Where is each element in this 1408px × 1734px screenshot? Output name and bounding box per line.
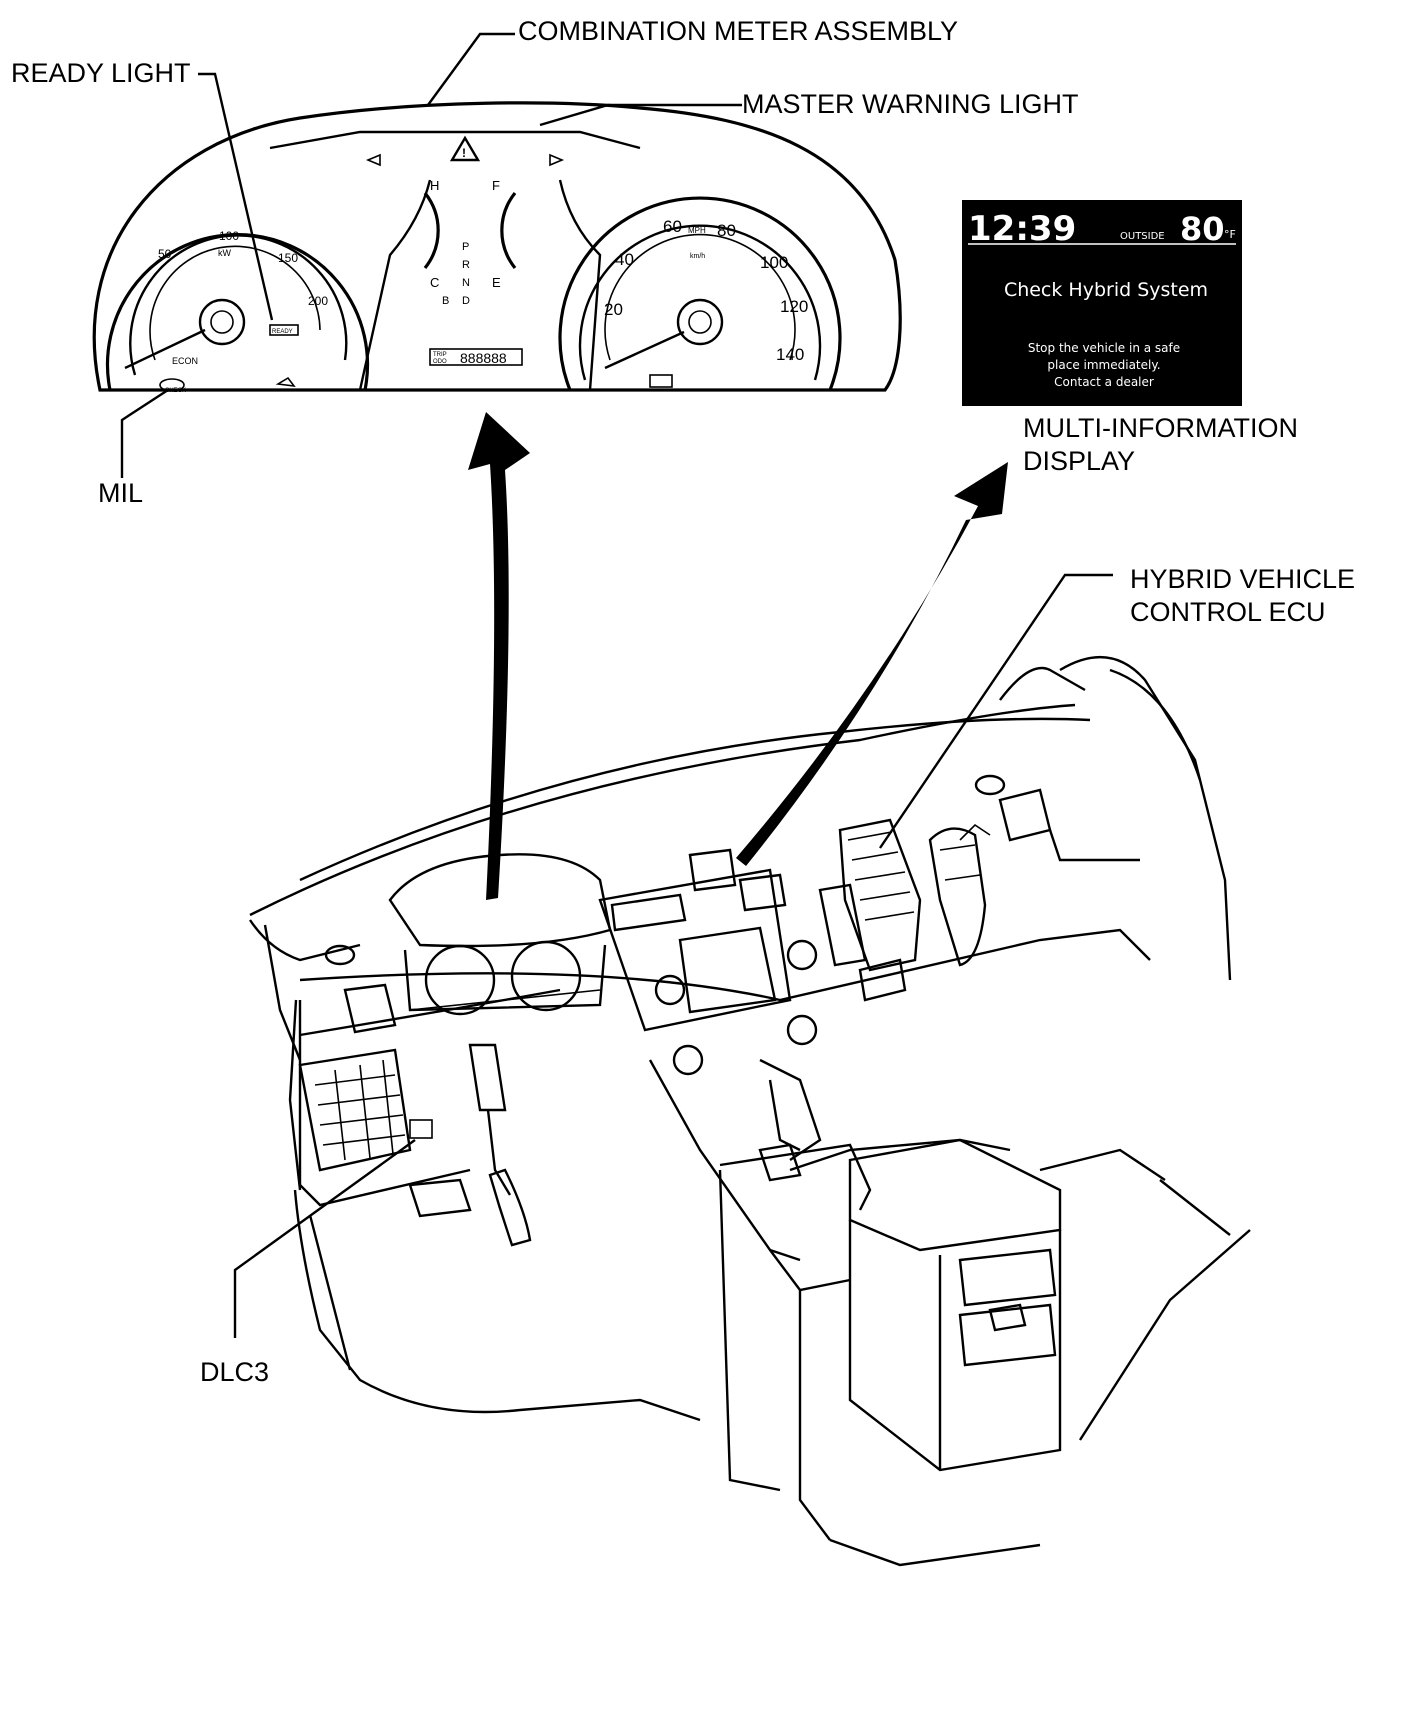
display-message-line1: Stop the vehicle in a safe: [1028, 341, 1180, 355]
mph-unit: MPH: [688, 226, 706, 235]
turn-left-icon: [365, 153, 381, 167]
fuel-full: F: [492, 178, 500, 193]
shift-r: R: [462, 259, 470, 271]
display-temp-unit: °F: [1224, 228, 1236, 241]
kmh-unit: km/h: [690, 253, 705, 260]
odometer-value: 888888: [460, 350, 507, 366]
brake-pedal: [408, 1178, 472, 1218]
label-mil: MIL: [98, 478, 144, 508]
speedometer: 20 40 60 80 100 120 140 MPH km/h: [558, 196, 842, 391]
shift-d: D: [462, 295, 470, 307]
label-multi-information-display: MULTI-INFORMATION DISPLAY: [1023, 413, 1298, 476]
arrow-to-display: [736, 462, 1008, 866]
fuel-empty: E: [492, 275, 501, 290]
combination-meter-assembly: 100 50 150 200 kW ECON READY CHECK H C F…: [92, 101, 902, 394]
display-message-line3: Contact a dealer: [1054, 375, 1154, 389]
brake-warning-icon: [649, 374, 673, 388]
shift-b: B: [442, 295, 449, 307]
power-mark-200: 200: [308, 294, 328, 308]
shift-p: P: [462, 241, 469, 253]
ready-indicator: READY: [272, 329, 293, 335]
accelerator-pedal: [488, 1168, 532, 1247]
temp-gauge-arc: [423, 192, 440, 269]
svg-text:ODO: ODO: [433, 359, 447, 365]
leader-combination-meter: [427, 32, 515, 106]
display-temperature: 80: [1180, 210, 1225, 248]
center-section: H C F E P R N D B ! TRIP ODO 888888: [358, 135, 602, 391]
econ-label: ECON: [172, 356, 198, 366]
temp-cold: C: [430, 275, 439, 290]
label-master-warning-light: MASTER WARNING LIGHT: [742, 89, 1079, 119]
leader-ready-light: [198, 72, 274, 321]
speed-140: 140: [776, 345, 804, 364]
display-outside-label: OUTSIDE: [1120, 231, 1165, 242]
leader-master-warning: [539, 103, 742, 127]
label-hybrid-vehicle-control-ecu: HYBRID VEHICLE CONTROL ECU: [1130, 564, 1356, 627]
power-meter: 100 50 150 200 kW ECON READY CHECK: [105, 229, 370, 394]
hybrid-vehicle-control-ecu: [818, 818, 991, 972]
junction-block: [298, 1048, 433, 1172]
power-mark-100: 100: [219, 229, 239, 243]
speed-60: 60: [663, 217, 682, 236]
leader-lines: [120, 32, 1113, 1338]
leader-hybrid-ecu: [879, 573, 1113, 849]
display-message-line2: place immediately.: [1047, 358, 1160, 372]
label-dlc3: DLC3: [200, 1357, 270, 1387]
dlc3-connector: [409, 1119, 433, 1139]
odometer-box: [429, 348, 523, 366]
display-message-title: Check Hybrid System: [1004, 279, 1208, 301]
speed-100: 100: [760, 253, 788, 272]
speed-80: 80: [717, 221, 736, 240]
leader-mil: [120, 388, 169, 478]
master-warning-icon: [449, 135, 481, 162]
power-unit: kW: [218, 248, 232, 258]
label-combination-meter-assembly: COMBINATION METER ASSEMBLY: [518, 16, 959, 46]
speed-120: 120: [780, 297, 808, 316]
dashboard-illustration: [249, 655, 1251, 1567]
shift-n: N: [462, 277, 470, 289]
arrow-to-meter: [468, 412, 530, 900]
trip-odo-label: TRIP: [433, 352, 447, 358]
display-time: 12:39: [968, 209, 1076, 249]
fuel-gauge-arc: [500, 192, 517, 269]
power-mark-150: 150: [278, 251, 298, 265]
turn-right-icon: [549, 153, 565, 167]
speed-20: 20: [604, 300, 623, 319]
ev-icon: [275, 376, 296, 388]
svg-text:!: !: [462, 146, 466, 160]
mil-engine-icon: [159, 378, 185, 392]
label-ready-light: READY LIGHT: [11, 58, 191, 88]
leader-dlc3: [233, 1139, 416, 1338]
temp-hot: H: [430, 178, 439, 193]
speed-40: 40: [615, 250, 634, 269]
multi-information-display: 12:39 OUTSIDE 80 °F Check Hybrid System …: [962, 200, 1242, 406]
power-mark-50: 50: [158, 247, 172, 261]
